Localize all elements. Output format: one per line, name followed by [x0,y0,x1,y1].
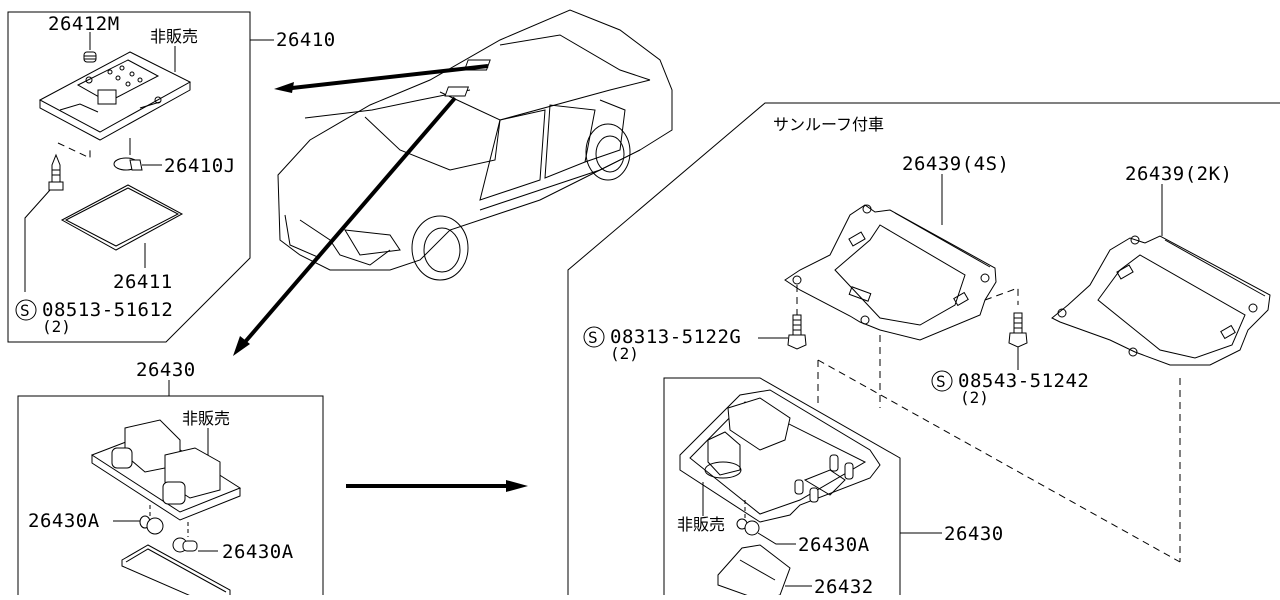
room-lamp-group: 26410 26412M 非販売 [7,11,336,343]
label-qty-2: (2) [610,344,639,363]
room-lamp-housing-icon [38,51,192,141]
bulb-icon [736,518,760,536]
room-lamp-frame [7,11,251,343]
map-lamp-housing-icon [90,419,242,521]
standard-part-symbol [931,370,953,392]
car-illustration [277,9,673,281]
map-lamp-group: 26430 非販売 26430A 26430A [17,359,324,600]
arrowhead-2 [233,336,250,356]
label-26410J: 26410J [164,155,236,177]
bolt-icon [1008,312,1028,348]
not-for-sale-label-2: 非販売 [182,409,230,428]
sunroof-frame [567,102,1280,600]
arrow-to-map-lamp [243,96,457,344]
label-26430A-right: 26430A [222,541,294,563]
arrowhead-3 [506,480,528,492]
map-lamp-location [444,86,470,97]
dash-screw [57,142,91,159]
label-26439-2K: 26439(2K) [1125,163,1232,185]
bracket-4s-icon [784,204,997,341]
sunroof-map-lamp-housing-icon [679,389,881,523]
bulb-icon [113,157,143,171]
sunroof-variant-group: サンルーフ付車 26439(4S) 26439(2K) [567,102,1280,600]
screw-icon [48,153,64,191]
not-for-sale-label-3: 非販売 [677,515,725,534]
arrowhead-1 [274,82,294,93]
label-08513-51612: 08513-51612 [42,299,173,321]
label-26430A-sunroof: 26430A [798,534,870,556]
bulb-icon [172,537,198,553]
not-for-sale-label-1: 非販売 [150,27,198,46]
sunroof-map-lamp-lens-icon [717,544,791,600]
bolt-icon [787,314,807,350]
label-26411: 26411 [113,271,173,293]
callout-arrows [233,64,528,492]
s-symbol-text: S [20,301,30,320]
label-26430A-left: 26430A [28,510,100,532]
s-symbol-text: S [588,328,598,347]
label-08543-51242: 08543-51242 [958,370,1089,392]
standard-part-symbol [583,326,605,348]
label-26412M: 26412M [48,13,120,35]
label-qty-3: (2) [960,388,989,407]
label-26410: 26410 [276,29,336,51]
label-qty-1: (2) [42,317,71,336]
leader-screw [24,189,51,292]
label-26430-right: 26430 [944,523,1004,545]
map-lamp-lens-icon [121,544,231,600]
label-26430-left: 26430 [136,359,196,381]
nut-icon [83,51,97,63]
sunroof-map-lamp-frame [663,377,901,600]
label-26432: 26432 [814,576,874,595]
map-lamp-frame [17,395,324,600]
sunroof-section-label: サンルーフ付車 [773,115,884,134]
standard-part-symbol [15,299,37,321]
bulb-icon [139,515,164,535]
label-26439-4S: 26439(4S) [902,153,1009,175]
lens-icon [60,184,184,251]
bracket-2k-icon [1051,235,1271,366]
label-08313-5122G: 08313-5122G [610,326,741,348]
arrow-to-room-lamp [291,64,489,90]
s-symbol-text: S [936,372,946,391]
